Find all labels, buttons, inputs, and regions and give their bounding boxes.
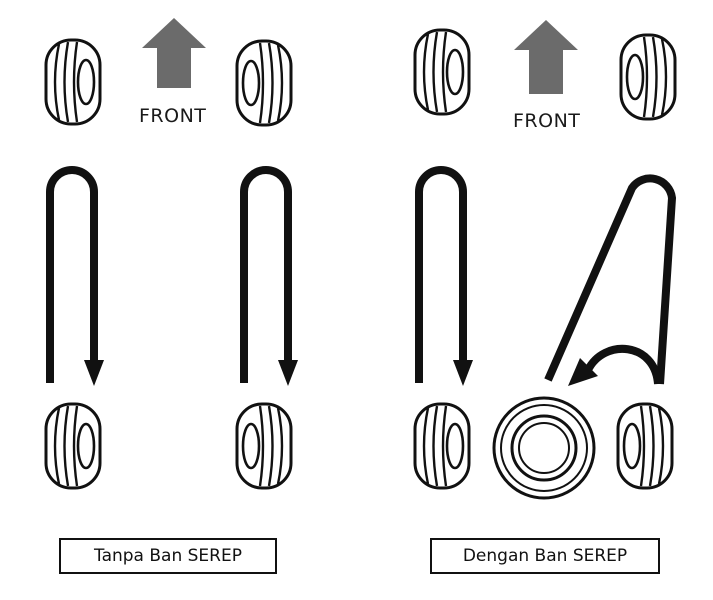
spare-tire-icon bbox=[492, 396, 596, 500]
rotation-path-right-a bbox=[415, 166, 467, 383]
caption-without-spare-text: Tanpa Ban SEREP bbox=[94, 546, 242, 566]
rotation-path-right-c bbox=[584, 344, 662, 385]
front-label-left: FRONT bbox=[139, 105, 207, 127]
tire-rear-right-b bbox=[616, 402, 674, 490]
rotation-arrowhead-right-b bbox=[568, 358, 598, 386]
rotation-path-left-b bbox=[240, 166, 292, 383]
caption-without-spare: Tanpa Ban SEREP bbox=[59, 538, 277, 574]
rotation-arrowhead-left-a bbox=[84, 360, 104, 386]
caption-with-spare-text: Dengan Ban SEREP bbox=[462, 546, 628, 566]
front-arrow-icon-left bbox=[142, 18, 206, 88]
front-arrow-icon-right bbox=[514, 20, 578, 94]
rotation-path-right-b bbox=[544, 174, 677, 385]
tire-front-left-b bbox=[413, 28, 471, 116]
caption-with-spare: Dengan Ban SEREP bbox=[430, 538, 660, 574]
tire-front-right-b bbox=[619, 33, 677, 121]
tire-rear-left-b bbox=[413, 402, 471, 490]
tire-rear-left-a bbox=[44, 402, 102, 490]
tire-front-right-a bbox=[235, 39, 293, 127]
rotation-arrowhead-left-b bbox=[278, 360, 298, 386]
tire-front-left-a bbox=[44, 38, 102, 126]
front-label-right: FRONT bbox=[513, 110, 581, 132]
tire-rear-right-a bbox=[235, 402, 293, 490]
rotation-path-left-a bbox=[46, 166, 98, 383]
rotation-arrowhead-right-a bbox=[453, 360, 473, 386]
